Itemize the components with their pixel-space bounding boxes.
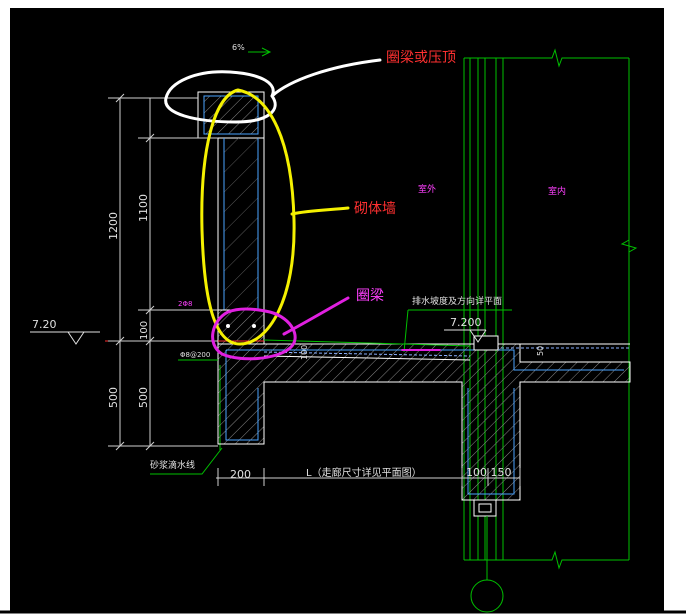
vertical-dimensions xyxy=(108,93,218,451)
dim-500-outer: 500 xyxy=(107,387,120,408)
magenta-loop xyxy=(211,296,350,361)
annotation-ring-beam-or-coping: 圈梁或压顶 xyxy=(386,50,456,66)
dim-1100: 1100 xyxy=(137,194,150,222)
dim-100-slab: 100 xyxy=(300,345,309,360)
elevation-marker-right xyxy=(444,329,487,343)
dim-500-inner: 500 xyxy=(137,387,150,408)
grid-bubble xyxy=(470,516,504,613)
dim-50: 50 xyxy=(536,346,545,356)
horizontal-dimensions xyxy=(216,468,521,486)
dim-200: 200 xyxy=(230,468,251,481)
elevation-left: 7.20 xyxy=(32,318,57,331)
leaders xyxy=(150,309,512,475)
hand-highlights xyxy=(164,58,441,361)
dim-100-150: 100 150 xyxy=(466,466,512,479)
drainage-note: 排水坡度及方向详平面 xyxy=(412,295,502,307)
coping-block xyxy=(197,91,265,139)
yellow-loop xyxy=(200,88,350,346)
annotation-masonry-wall: 砌体墙 xyxy=(354,201,396,217)
cad-background xyxy=(10,8,664,611)
indoor-label: 室内 xyxy=(548,185,566,197)
slope-arrow xyxy=(248,47,272,57)
slope-label: 6% xyxy=(232,43,245,52)
elevation-marker-left xyxy=(30,331,100,345)
rebar-label: Φ8@200 xyxy=(180,351,210,359)
masonry-wall xyxy=(217,137,265,311)
white-loop xyxy=(164,58,382,124)
dim-100: 100 xyxy=(139,321,150,340)
outdoor-label: 室外 xyxy=(418,183,436,195)
rebar-small-label: 2Φ8 xyxy=(178,300,192,308)
elevation-right: 7.200 xyxy=(450,316,482,329)
span-label: L（走廊尺寸详见平面图） xyxy=(306,466,422,479)
mortar-drip-label: 砂浆滴水线 xyxy=(150,459,195,471)
floor-finish xyxy=(263,335,630,361)
annotation-ring-beam: 圈梁 xyxy=(356,288,384,304)
dim-1200: 1200 xyxy=(107,212,120,240)
